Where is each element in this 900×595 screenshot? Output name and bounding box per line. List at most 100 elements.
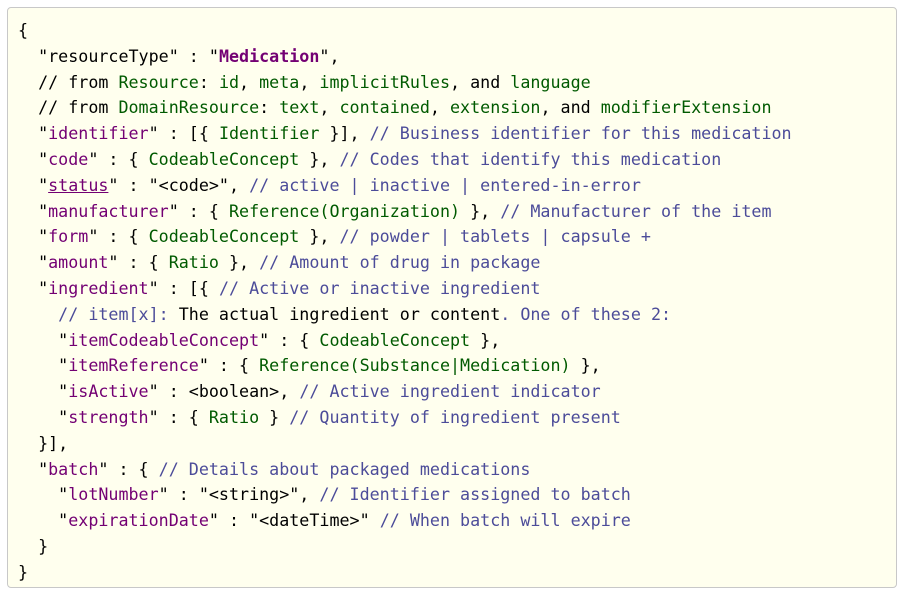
code-line: "isActive" : <boolean>, // Active ingred… bbox=[18, 379, 896, 405]
json-key: itemCodeableConcept bbox=[68, 329, 260, 350]
json-key: form bbox=[48, 226, 89, 247]
json-key: code bbox=[48, 148, 89, 169]
punctuation: } bbox=[18, 561, 29, 582]
punctuation: // from bbox=[18, 71, 119, 92]
punctuation: : bbox=[259, 97, 280, 118]
punctuation: " bbox=[18, 174, 49, 195]
code-line: "itemCodeableConcept" : { CodeableConcep… bbox=[18, 328, 896, 354]
type-token: meta bbox=[259, 71, 300, 92]
punctuation: " bbox=[18, 329, 69, 350]
type-token: contained bbox=[339, 97, 430, 118]
punctuation: }], bbox=[18, 432, 69, 453]
code-line: "manufacturer" : { Reference(Organizatio… bbox=[18, 199, 896, 225]
type-token: Reference(Substance|Medication) bbox=[259, 355, 571, 376]
punctuation: " bbox=[18, 226, 49, 247]
punctuation: " : { bbox=[168, 200, 229, 221]
punctuation: , and bbox=[450, 71, 511, 92]
json-key: itemReference bbox=[68, 355, 199, 376]
code-line: "strength" : { Ratio } // Quantity of in… bbox=[18, 405, 896, 431]
code-comment: // Quantity of ingredient present bbox=[289, 406, 621, 427]
code-line: "ingredient" : [{ // Active or inactive … bbox=[18, 276, 896, 302]
punctuation: " : { bbox=[259, 329, 320, 350]
code-comment: // Details about packaged medications bbox=[158, 458, 531, 479]
code-line: "itemReference" : { Reference(Substance|… bbox=[18, 353, 896, 379]
json-key: expirationDate bbox=[68, 510, 209, 531]
punctuation: } bbox=[259, 406, 290, 427]
code-comment: // Active or inactive ingredient bbox=[218, 277, 541, 298]
resource-name: Medication bbox=[218, 45, 320, 66]
type-token: Identifier bbox=[218, 123, 320, 144]
type-token: modifierExtension bbox=[600, 97, 772, 118]
json-key: manufacturer bbox=[48, 200, 169, 221]
punctuation: }, bbox=[570, 355, 601, 376]
punctuation: " bbox=[18, 123, 49, 144]
type-token: extension bbox=[450, 97, 541, 118]
code-comment: // When batch will expire bbox=[379, 510, 631, 531]
code-line: "expirationDate" : "<dateTime>" // When … bbox=[18, 508, 896, 534]
code-line: // from DomainResource: text, contained,… bbox=[18, 95, 896, 121]
type-token: language bbox=[510, 71, 591, 92]
punctuation: " : { bbox=[198, 355, 260, 376]
punctuation: " bbox=[18, 484, 69, 505]
punctuation: , bbox=[429, 97, 451, 118]
code-comment: // Codes that identify this medication bbox=[339, 148, 722, 169]
code-comment: . One of these 2: bbox=[500, 303, 672, 324]
type-token: DomainResource bbox=[118, 97, 260, 118]
code-line: "amount" : { Ratio }, // Amount of drug … bbox=[18, 250, 896, 276]
type-token: Reference(Organization) bbox=[228, 200, 461, 221]
json-key: strength bbox=[68, 406, 149, 427]
code-comment: // Manufacturer of the item bbox=[500, 200, 772, 221]
punctuation: { bbox=[18, 20, 29, 40]
punctuation: " : "<string>", bbox=[158, 484, 320, 505]
punctuation: " bbox=[18, 406, 69, 427]
code-line: // from Resource: id, meta, implicitRule… bbox=[18, 70, 896, 96]
json-code-block: { "resourceType" : "Medication", // from… bbox=[7, 7, 897, 588]
status-link[interactable]: status bbox=[48, 174, 109, 195]
punctuation: "resourceType" : " bbox=[18, 45, 219, 66]
punctuation: " : "<dateTime>" bbox=[208, 510, 380, 531]
punctuation: " : [{ bbox=[148, 123, 219, 144]
code-line: "code" : { CodeableConcept }, // Codes t… bbox=[18, 147, 896, 173]
type-token: id bbox=[218, 71, 240, 92]
code-line: "resourceType" : "Medication", bbox=[18, 44, 896, 70]
json-key: isActive bbox=[68, 381, 149, 402]
code-comment: // active | inactive | entered-in-error bbox=[249, 174, 641, 195]
type-token: implicitRules bbox=[319, 71, 451, 92]
type-token: CodeableConcept bbox=[319, 329, 471, 350]
json-key: lotNumber bbox=[68, 484, 159, 505]
punctuation: } bbox=[18, 535, 49, 556]
punctuation: , bbox=[239, 71, 260, 92]
code-line: } bbox=[18, 534, 896, 560]
type-token: CodeableConcept bbox=[148, 226, 300, 247]
json-key: ingredient bbox=[48, 277, 149, 298]
punctuation: " : { bbox=[98, 458, 159, 479]
code-line: "identifier" : [{ Identifier }], // Busi… bbox=[18, 121, 896, 147]
punctuation: }, bbox=[470, 329, 501, 350]
punctuation: " bbox=[18, 381, 69, 402]
code-line: { bbox=[18, 18, 896, 44]
type-token: text bbox=[279, 97, 320, 118]
punctuation: " bbox=[18, 200, 49, 221]
code-line: }], bbox=[18, 431, 896, 457]
code-comment: // powder | tablets | capsule + bbox=[339, 226, 651, 247]
type-token: CodeableConcept bbox=[148, 148, 300, 169]
punctuation: " : "<code>", bbox=[108, 174, 250, 195]
punctuation: " bbox=[18, 510, 69, 531]
comment-description: The actual ingredient or content bbox=[178, 303, 501, 324]
type-token: Ratio bbox=[208, 406, 260, 427]
punctuation: " bbox=[18, 355, 69, 376]
code-comment: // item[x]: bbox=[18, 303, 179, 324]
punctuation: ", bbox=[319, 45, 340, 66]
code-line: "batch" : { // Details about packaged me… bbox=[18, 457, 896, 483]
code-comment: // Amount of drug in package bbox=[259, 252, 541, 273]
punctuation: " bbox=[18, 458, 49, 479]
punctuation: }, bbox=[218, 252, 260, 273]
punctuation: " : <boolean>, bbox=[148, 381, 300, 402]
json-key: batch bbox=[48, 458, 99, 479]
punctuation: " : { bbox=[148, 406, 209, 427]
punctuation: : bbox=[198, 71, 219, 92]
code-line: "form" : { CodeableConcept }, // powder … bbox=[18, 224, 896, 250]
code-lines: { "resourceType" : "Medication", // from… bbox=[18, 18, 896, 586]
punctuation: }, bbox=[460, 200, 501, 221]
json-key: identifier bbox=[48, 123, 149, 144]
